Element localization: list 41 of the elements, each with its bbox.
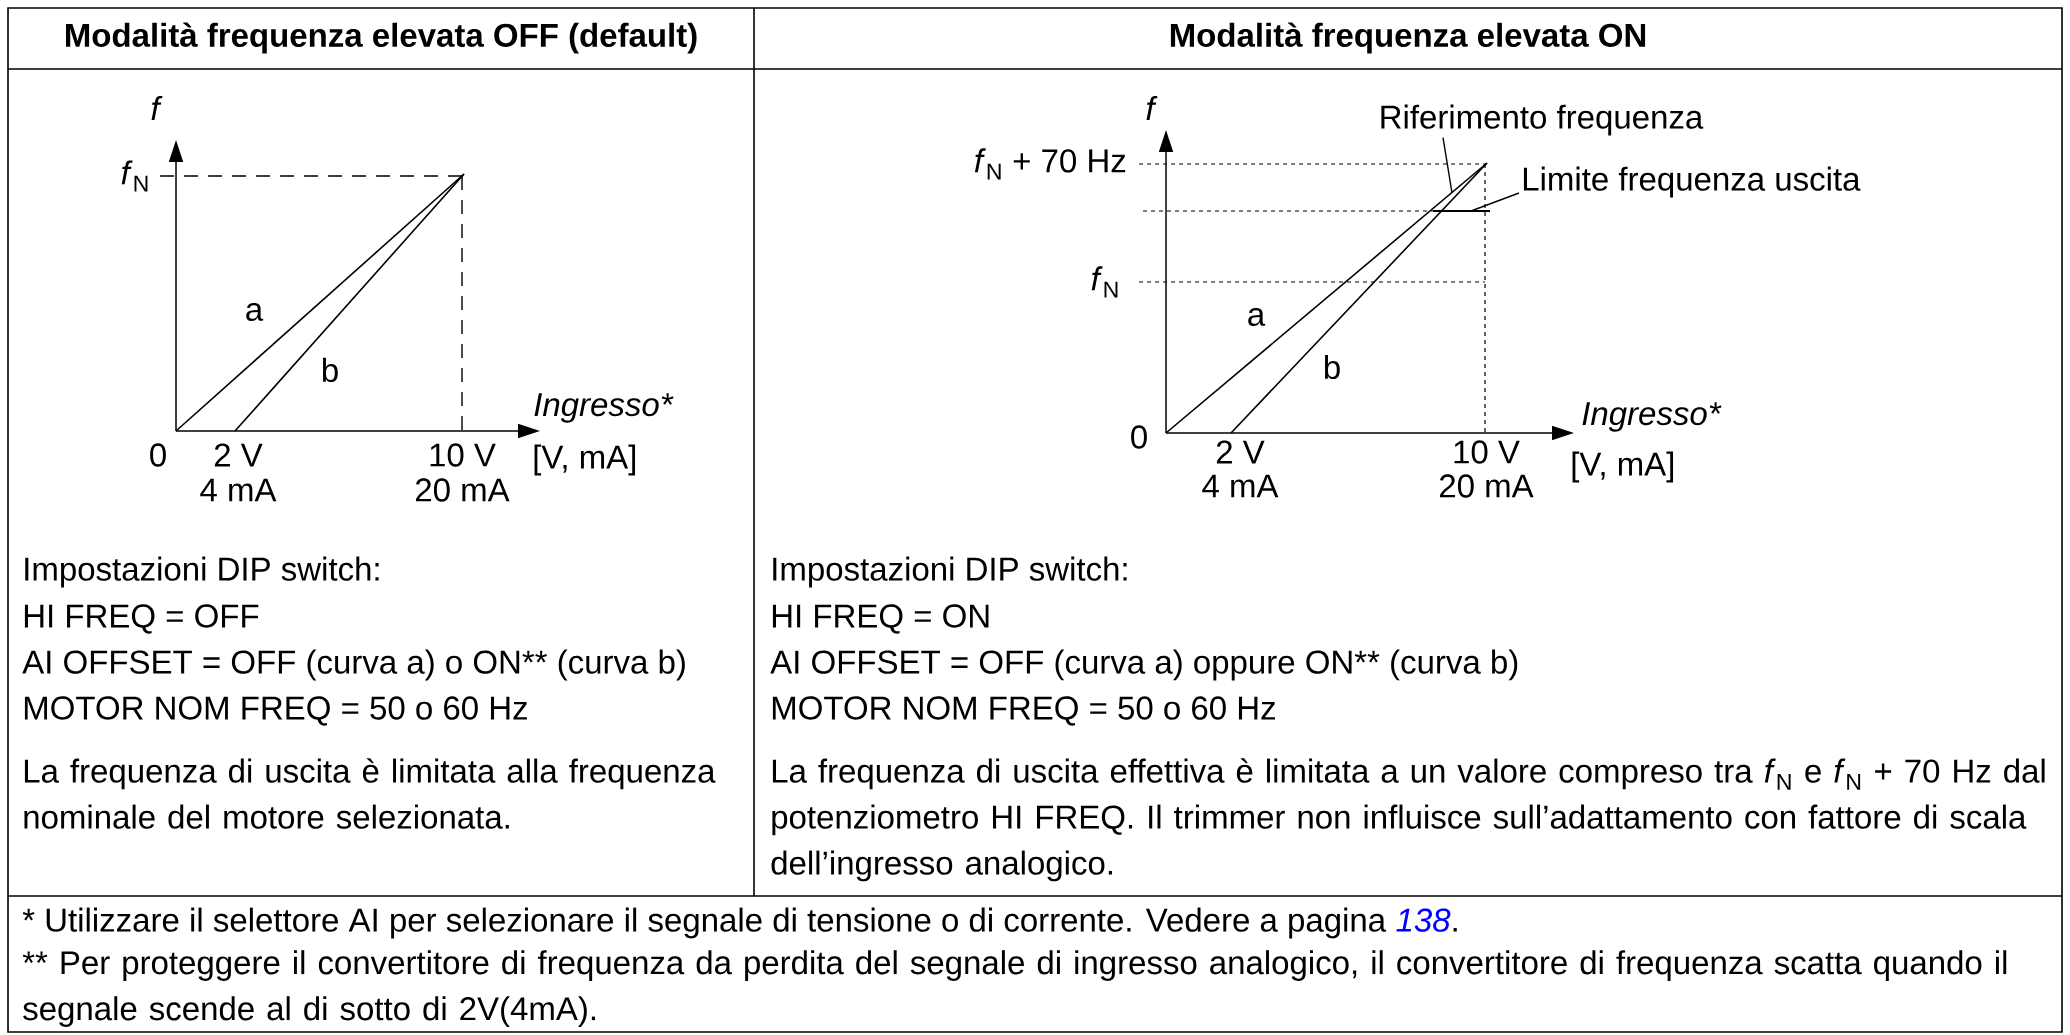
- tick-label: 20 mA: [1440, 474, 1534, 498]
- axis-label: f$_{N}$: [121, 160, 148, 192]
- leader-line: [1442, 136, 1453, 194]
- settings-text: MOTOR NOM FREQ = 50 o 60 Hz: [772, 696, 1275, 726]
- callout-text: Limite frequenza uscita: [1523, 166, 1861, 198]
- footnote: ** Per proteggere il convertitore di frequenza da perdita del segnale di ingresso analogico, il convertitore di frequenza scatta quando il segnale scende al di sotto di 2V(4mA).: [22, 950, 2007, 1027]
- tick-label: 4 mA: [200, 478, 277, 502]
- curve-label: b: [322, 357, 338, 383]
- settings-text: Impostazioni DIP switch:: [773, 556, 1127, 588]
- tick-label: 0: [150, 443, 166, 467]
- tick-label: 10 V: [1454, 440, 1520, 464]
- column-header: Modalità frequenza elevata OFF (default): [66, 22, 697, 54]
- tick-label: 10 V: [430, 443, 496, 467]
- axis-label: Ingresso*: [534, 393, 674, 423]
- axis-label: Ingresso*: [1582, 402, 1722, 432]
- axis-label: f$_{N}$: [1091, 266, 1118, 298]
- axis-label: [V, mA]: [534, 444, 636, 476]
- axis-label: f: [1146, 96, 1158, 120]
- settings-text: Impostazioni DIP switch:: [25, 556, 379, 588]
- settings-text: HI FREQ = OFF: [24, 604, 259, 634]
- tick-label: 20 mA: [416, 478, 510, 502]
- leader-line: [1470, 192, 1520, 212]
- curve-label: a: [1248, 307, 1266, 327]
- settings-text: MOTOR NOM FREQ = 50 o 60 Hz: [24, 696, 527, 726]
- curve-label: a: [246, 302, 264, 322]
- settings-text: AI OFFSET = OFF (curva a) o ON** (curva b): [22, 649, 685, 681]
- settings-text: HI FREQ = ON: [772, 604, 989, 634]
- page-link: 138: [1396, 908, 1451, 932]
- tick-label: 4 mA: [1202, 474, 1279, 498]
- axis-label: f: [151, 96, 163, 120]
- tick-label: 2 V: [1216, 440, 1265, 464]
- tick-label: 2 V: [214, 443, 263, 467]
- settings-text: AI OFFSET = OFF (curva a) oppure ON** (curva b): [770, 649, 1518, 681]
- footnote: * Utilizzare il selettore AI per selezionare il segnale di tensione o di corrente. Vedere a pagina 138.: [22, 907, 1457, 939]
- column-header: Modalità frequenza elevata ON: [1170, 22, 1646, 54]
- axis-label: [V, mA]: [1572, 451, 1674, 483]
- callout-text: Riferimento frequenza: [1381, 104, 1704, 136]
- tick-label: 0: [1131, 425, 1147, 449]
- curve-label: b: [1324, 354, 1340, 380]
- axis-label: f$_{N}$ + 70 Hz: [974, 148, 1126, 180]
- description-text: La frequenza di uscita è limitata alla frequenza nominale del motore selezionata.: [24, 758, 716, 829]
